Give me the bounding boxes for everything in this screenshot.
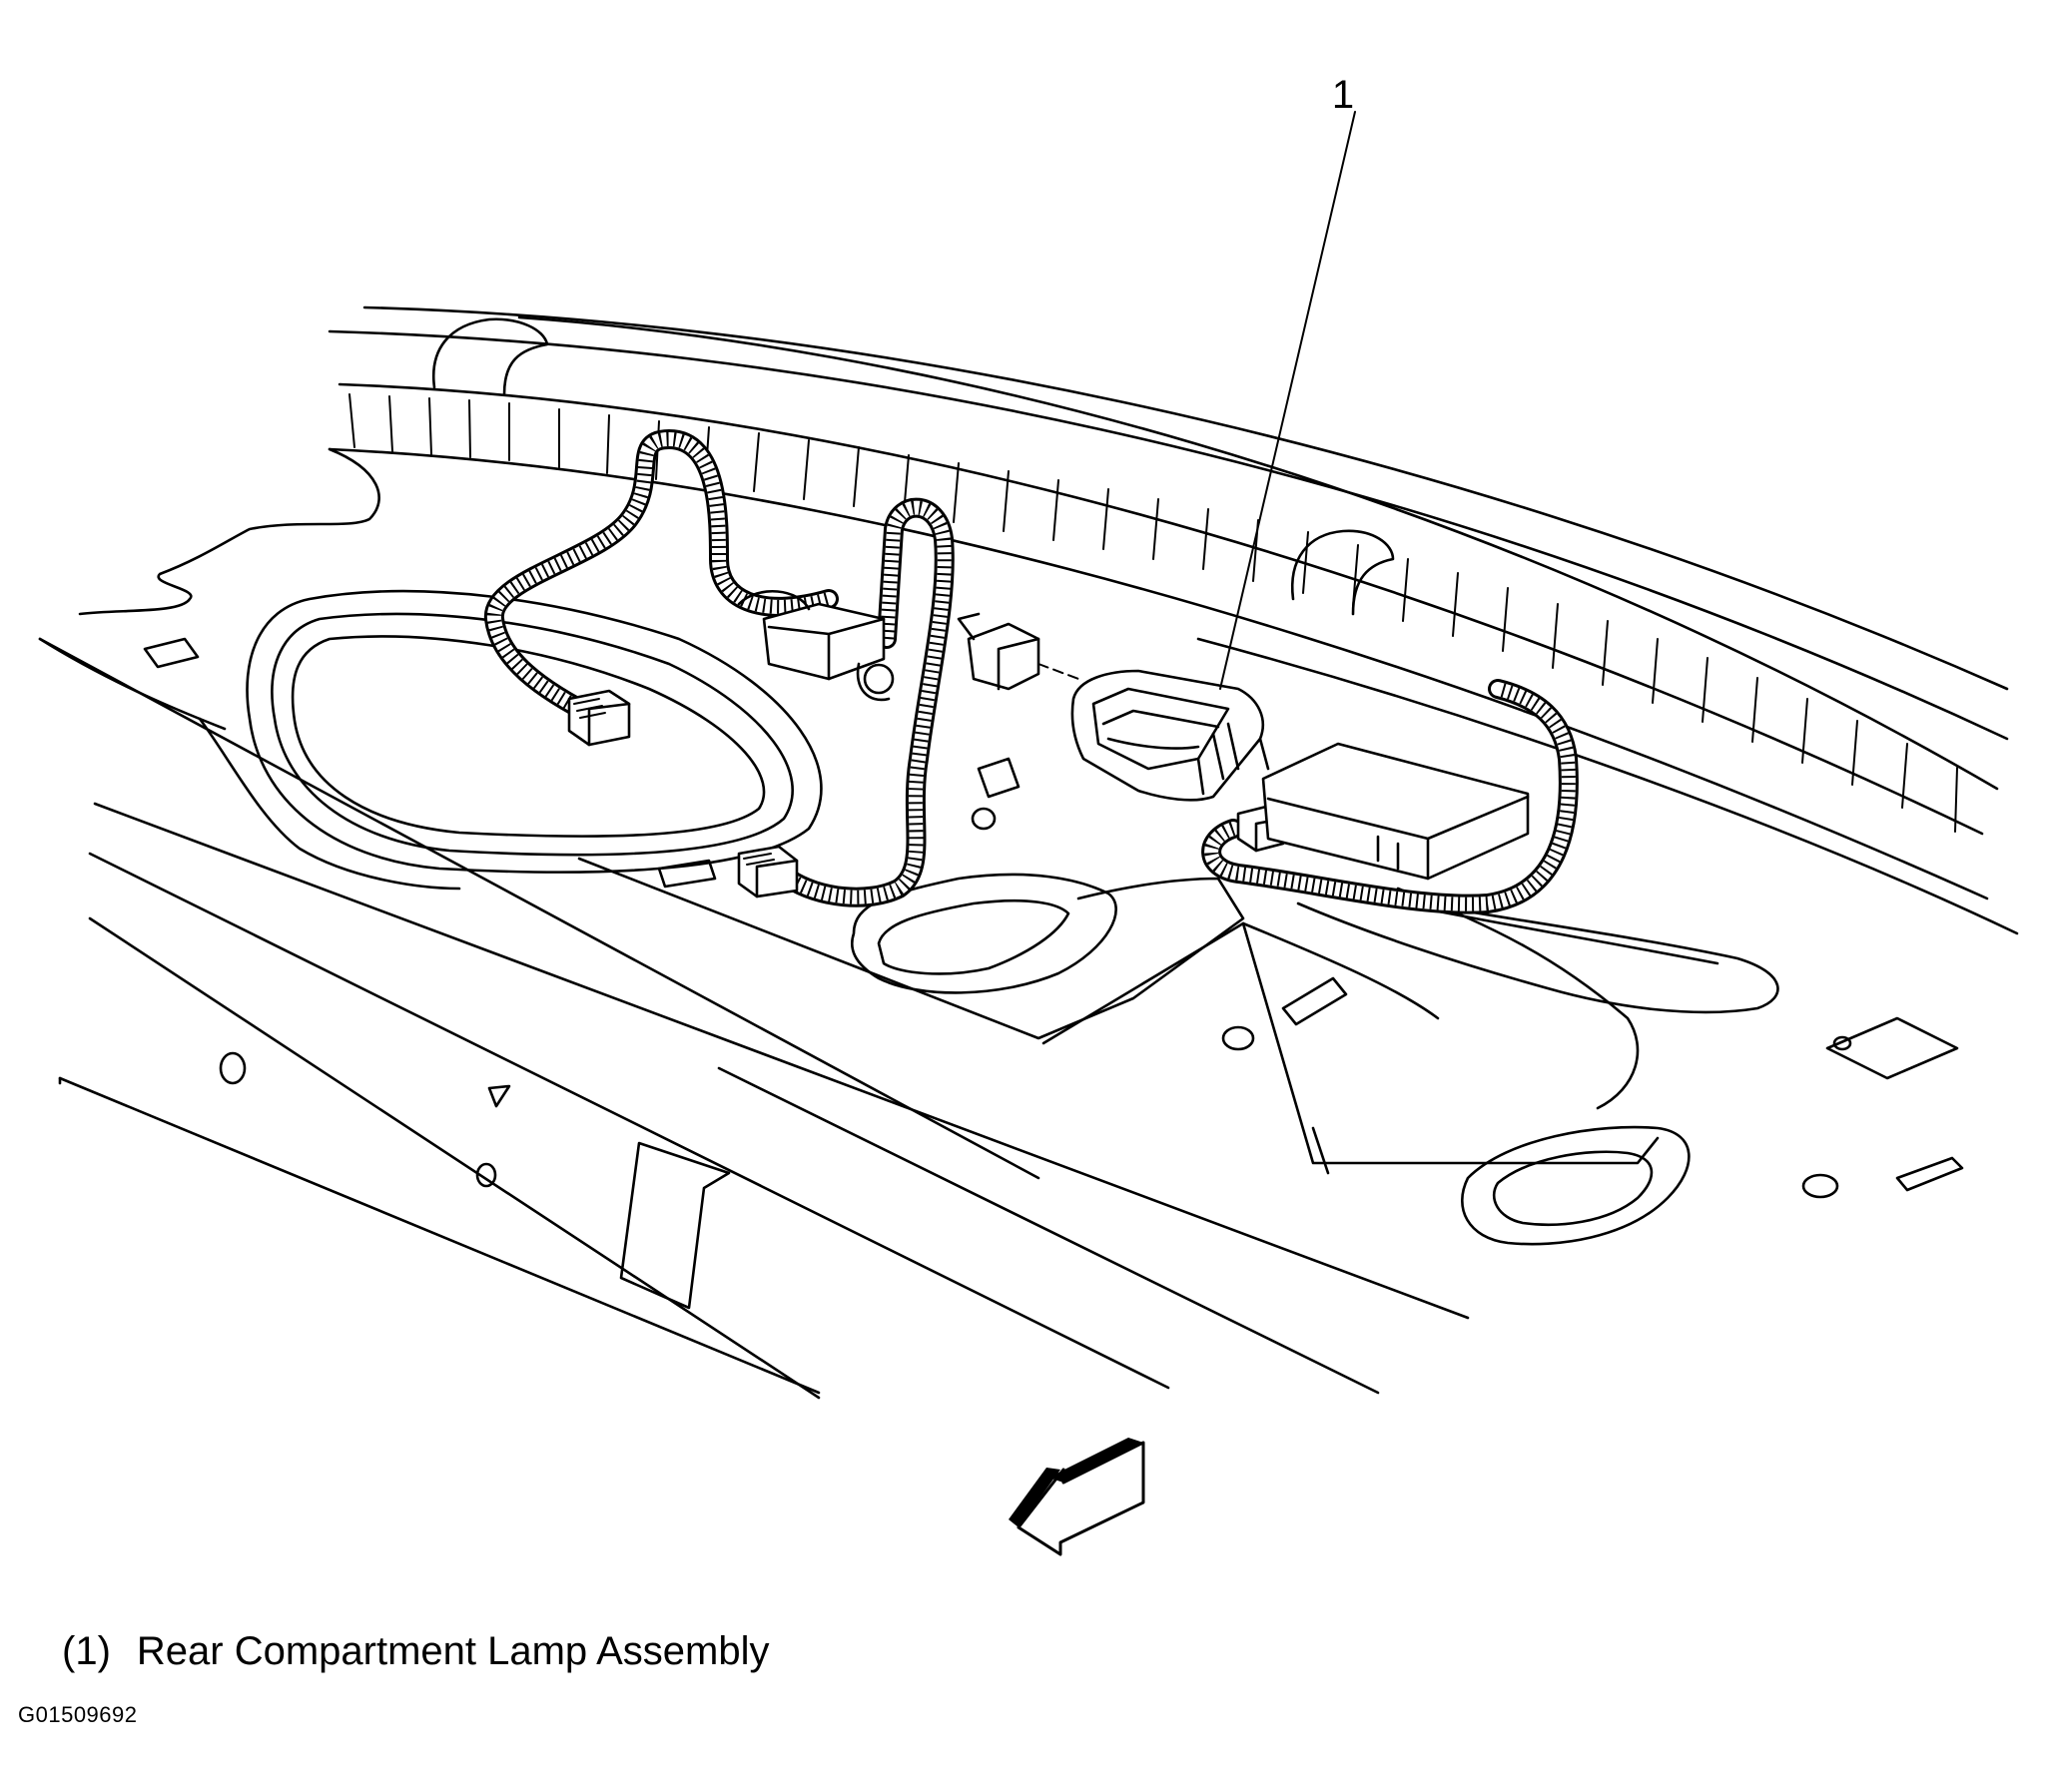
right-opening-lower <box>1461 1125 1691 1246</box>
forward-direction-arrow <box>1009 1438 1145 1556</box>
harness-module-left <box>737 590 895 702</box>
wiring-harness <box>484 429 1579 914</box>
figure-id: G01509692 <box>18 1702 138 1727</box>
harness-module-right <box>1261 742 1530 881</box>
rear-compartment-lamp-assembly <box>1070 669 1270 802</box>
bumper-stop-left <box>431 317 549 396</box>
lid-lower-edges <box>58 802 1470 1400</box>
legend-number: (1) <box>62 1629 111 1673</box>
legend-label: Rear Compartment Lamp Assembly <box>136 1629 770 1673</box>
connector-lower <box>737 845 799 898</box>
center-opening <box>850 873 1117 994</box>
legend: (1) Rear Compartment Lamp Assembly <box>62 1629 769 1674</box>
panel-slots <box>143 637 1964 1199</box>
left-access-opening <box>198 589 823 891</box>
lid-bracket-tab <box>619 1141 731 1310</box>
bumper-stop-right <box>1290 529 1395 616</box>
callout-1: 1 <box>1219 73 1356 690</box>
center-panel <box>577 857 1660 1175</box>
lid-upper-edge <box>328 305 2019 935</box>
connector-left <box>567 689 631 747</box>
connector-center <box>957 612 1079 691</box>
callout-number: 1 <box>1332 73 1354 117</box>
